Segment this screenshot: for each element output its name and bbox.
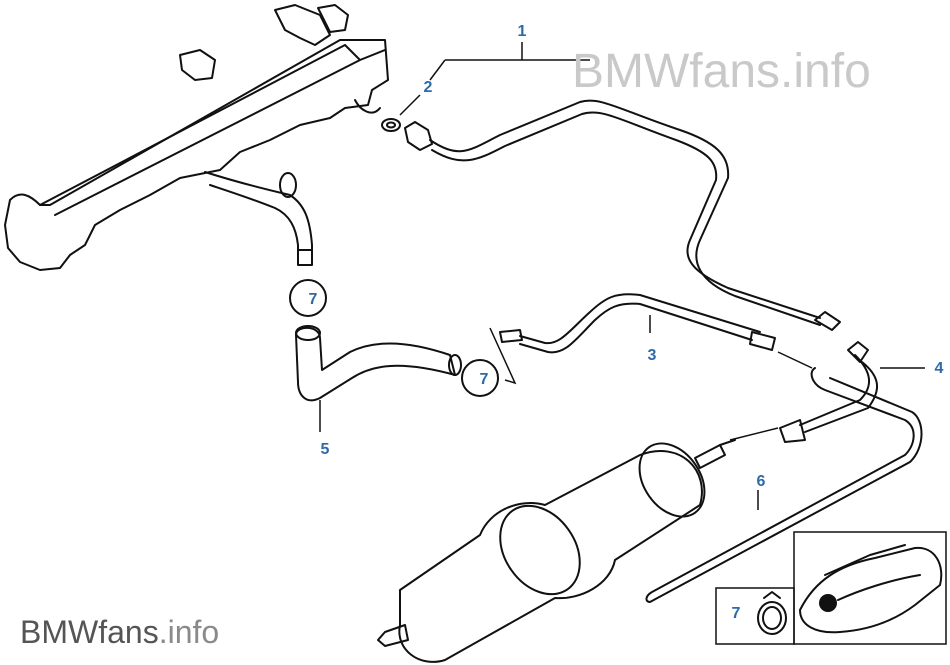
car-location-inset: [793, 531, 947, 645]
fuel-hose-long: [645, 367, 923, 603]
callout-7-upper: 7: [309, 291, 318, 308]
fuel-filter: [377, 427, 779, 663]
callout-7-detail: 7: [732, 605, 741, 622]
watermark-bottom-brand: BMWfans: [20, 614, 159, 650]
fuel-rail-assembly: [4, 4, 389, 271]
callout-2: 2: [424, 79, 433, 96]
callout-5: 5: [321, 441, 330, 458]
watermark-bottom: BMWfans.info: [20, 614, 219, 651]
fuel-return-hose: [777, 341, 925, 443]
callout-1: 1: [518, 23, 527, 40]
callout-3: 3: [648, 347, 657, 364]
watermark-top: BMWfans.info: [572, 44, 871, 99]
connecting-fuel-line: [489, 293, 776, 385]
callout-7-middle: 7: [480, 371, 489, 388]
watermark-top-suffix: .info: [780, 45, 871, 98]
callout-1-leader: [429, 42, 590, 81]
vent-hose: [295, 325, 462, 432]
hose-clamp-callout-circle-1: [289, 279, 327, 317]
callout-6: 6: [757, 473, 766, 490]
location-marker-icon: [819, 594, 837, 612]
watermark-top-brand: BMWfans: [572, 45, 781, 98]
watermark-bottom-suffix: .info: [158, 614, 220, 650]
hose-clamp-callout-circle-2: [461, 359, 499, 397]
clamp-detail-box: [715, 587, 795, 645]
o-ring-part: [381, 94, 421, 132]
callout-4: 4: [935, 360, 944, 377]
fuel-feed-line: [404, 99, 841, 331]
